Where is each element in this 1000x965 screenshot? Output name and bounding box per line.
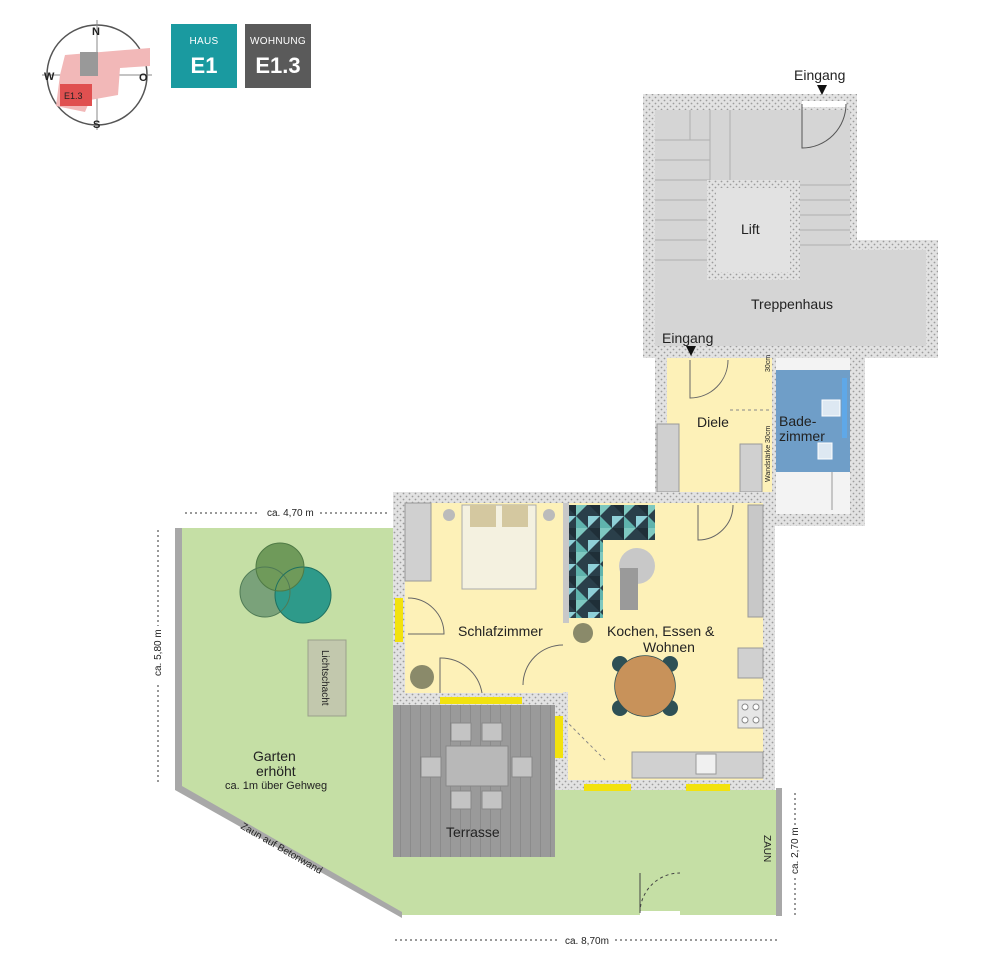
- schlafzimmer-label: Schlafzimmer: [458, 623, 543, 639]
- dim-right: ca. 2,70 m: [790, 827, 801, 874]
- compass-o: O: [139, 72, 148, 84]
- wall-30-side: Wandstärke 30cm: [765, 426, 772, 482]
- terrace: [393, 705, 555, 857]
- kochen-label-1: Kochen, Essen &: [607, 623, 715, 639]
- eingang-flat-label: Eingang: [662, 330, 713, 346]
- dim-bottom: ca. 8,70m: [565, 936, 609, 947]
- lichtschacht-label: Lichtschacht: [319, 650, 330, 706]
- bad-label-2: zimmer: [779, 428, 825, 444]
- haus-badge: HAUS E1: [171, 24, 237, 88]
- garten-label-3: ca. 1m über Gehweg: [225, 780, 327, 792]
- compass-w: W: [44, 71, 55, 83]
- eingang-top-label: Eingang: [794, 67, 845, 83]
- garden: [175, 528, 782, 918]
- garten-label-2: erhöht: [256, 763, 296, 779]
- bad-label-1: Bade-: [779, 413, 817, 429]
- trees: [239, 542, 332, 624]
- dimension-labels: ca. 4,70 m ca. 5,80 m ca. 2,70 m ca. 8,7…: [151, 505, 802, 947]
- terrasse-label: Terrasse: [446, 824, 500, 840]
- compass: E1.3 N S W O: [42, 20, 152, 131]
- haus-badge-label: HAUS: [189, 36, 219, 47]
- zaun-label: ZAUN: [761, 835, 772, 862]
- lichtschacht: Lichtschacht: [307, 639, 347, 717]
- diele-label: Diele: [697, 414, 729, 430]
- entrance-arrow-top: [817, 85, 827, 95]
- compass-s: S: [93, 119, 100, 131]
- garten-label-1: Garten: [253, 748, 296, 764]
- compass-n: N: [92, 26, 100, 38]
- staircase-block: [643, 94, 938, 358]
- dim-top: ca. 4,70 m: [267, 508, 314, 519]
- windows: [395, 598, 730, 791]
- compass-unit-label: E1.3: [64, 91, 83, 101]
- treppenhaus-label: Treppenhaus: [751, 296, 833, 312]
- haus-badge-value: E1: [190, 53, 218, 78]
- wohnung-badge-value: E1.3: [255, 53, 301, 78]
- dim-left: ca. 5,80 m: [153, 629, 164, 676]
- lift-label: Lift: [741, 221, 760, 237]
- wohnung-badge: WOHNUNG E1.3: [245, 24, 311, 88]
- wohnung-badge-label: WOHNUNG: [250, 36, 306, 47]
- labels: Lift Treppenhaus Eingang Eingang Diele B…: [225, 67, 845, 877]
- wall-30-top: 30cm: [765, 355, 772, 372]
- kochen-label-2: Wohnen: [643, 639, 695, 655]
- main-floor: [393, 492, 775, 790]
- entrance-arrow-flat: [686, 346, 696, 356]
